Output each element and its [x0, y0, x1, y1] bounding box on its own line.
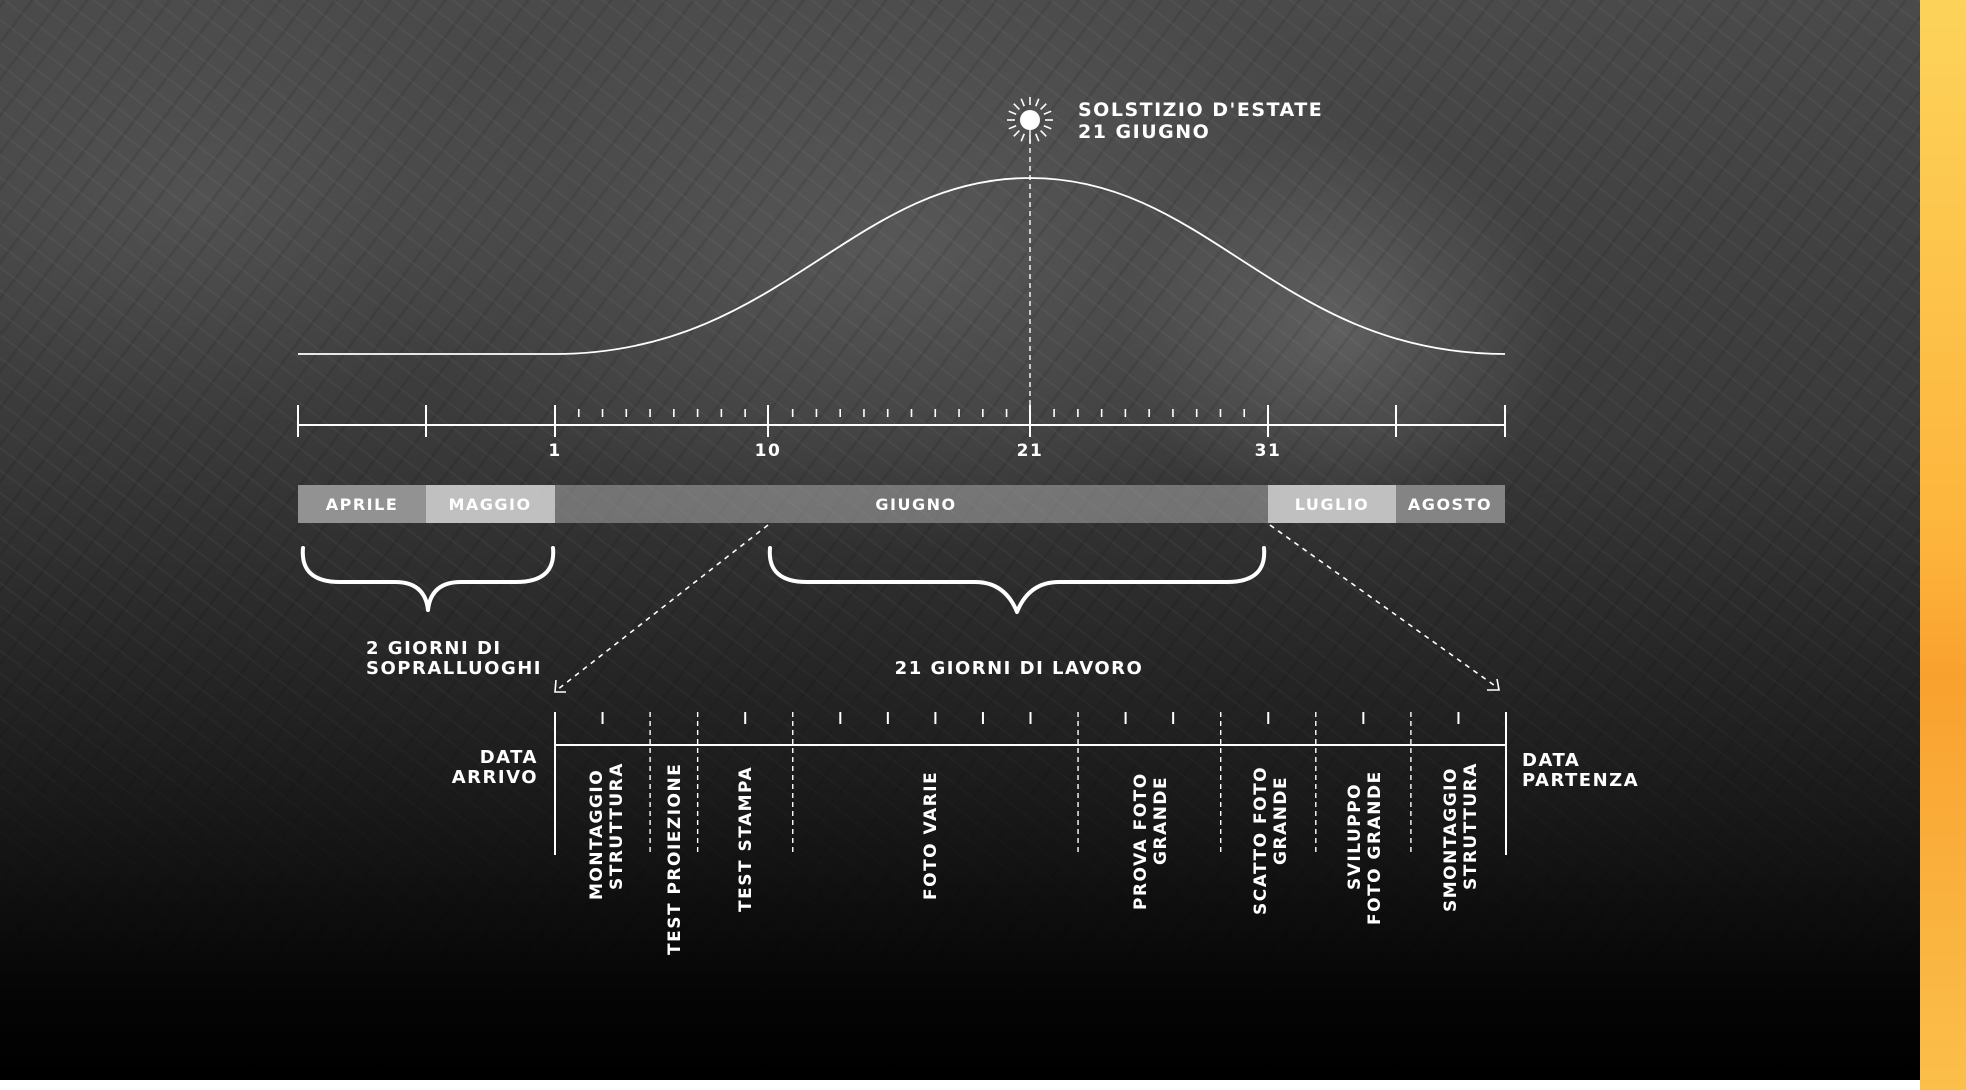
departure-label-line2: PARTENZA: [1522, 770, 1639, 791]
day-label-1: 1: [548, 441, 561, 461]
month-bar: APRILE MAGGIO GIUGNO LUGLIO AGOSTO: [298, 485, 1505, 523]
accent-edge: [1920, 0, 1966, 1090]
phase-prova-foto-line1: PROVA FOTO: [1131, 772, 1151, 910]
month-label-maggio: MAGGIO: [448, 495, 531, 514]
sun-ray: [1008, 125, 1017, 130]
sun-ray: [1008, 110, 1017, 115]
phase-test-stampa: TEST STAMPA: [736, 766, 756, 912]
solstice-date: 21 GIUGNO: [1078, 121, 1210, 143]
timeline-diagram: SOLSTIZIO D'ESTATE 21 GIUGNO 1 10 21 31 …: [297, 97, 1639, 955]
sun-ray: [1013, 103, 1020, 110]
brace-surveys: [300, 546, 556, 612]
phase-prova-foto-line2: GRANDE: [1151, 776, 1171, 865]
month-label-agosto: AGOSTO: [1408, 495, 1492, 514]
month-segment-giugno: [555, 485, 1268, 523]
month-segment-maggio: [426, 485, 555, 523]
sun-ray: [1035, 133, 1040, 142]
phase-scatto-foto-line1: SCATTO FOTO: [1251, 766, 1271, 915]
phase-sviluppo-line1: SVILUPPO: [1345, 783, 1365, 890]
surveys-label-line1: 2 GIORNI DI: [366, 638, 502, 659]
sun-ray: [1043, 125, 1052, 130]
schedule-phase-dividers: [649, 712, 1412, 855]
arrival-label-line2: ARRIVO: [452, 767, 538, 788]
month-segment-agosto: [1396, 485, 1505, 523]
month-segment-aprile: [298, 485, 426, 523]
work-label: 21 GIORNI DI LAVORO: [895, 658, 1144, 679]
arrival-label-line1: DATA: [480, 747, 538, 768]
sun-ray: [1040, 130, 1047, 137]
bottom-margin: [0, 1080, 1920, 1090]
sun-ray: [1043, 110, 1052, 115]
brace-work: [767, 546, 1267, 614]
zoom-arrow-right-head: [1487, 678, 1500, 691]
phase-montaggio-line2: STRUTTURA: [607, 762, 627, 890]
aerial-background: SOLSTIZIO D'ESTATE 21 GIUGNO 1 10 21 31 …: [0, 0, 1920, 1080]
sun-ray: [1020, 133, 1025, 142]
axis-ticks: [297, 405, 1506, 437]
phase-test-proiezione: TEST PROIEZIONE: [665, 763, 685, 955]
solstice-title: SOLSTIZIO D'ESTATE: [1078, 99, 1323, 121]
zoom-arrow-left: [556, 524, 769, 691]
month-label-giugno: GIUGNO: [875, 495, 956, 514]
month-label-luglio: LUGLIO: [1295, 495, 1370, 514]
phase-foto-varie: FOTO VARIE: [921, 771, 941, 900]
phase-montaggio-line1: MONTAGGIO: [587, 769, 607, 900]
zoom-arrow-left-head: [554, 679, 566, 693]
day-label-31: 31: [1255, 441, 1282, 461]
sun-ray: [1035, 98, 1040, 107]
sun-ray: [1020, 98, 1025, 107]
zoom-arrow-right: [1269, 524, 1499, 689]
month-segment-luglio: [1268, 485, 1396, 523]
sun-ray: [1013, 130, 1020, 137]
day-label-21: 21: [1017, 441, 1044, 461]
phase-smontaggio-line1: SMONTAGGIO: [1441, 767, 1461, 912]
phase-sviluppo-line2: FOTO GRANDE: [1365, 770, 1385, 925]
phase-scatto-foto-line2: GRANDE: [1271, 776, 1291, 865]
daylight-curve: [298, 177, 1506, 355]
departure-label-line1: DATA: [1522, 750, 1580, 771]
schedule-day-ticks: [601, 712, 1460, 724]
sun-ray: [1040, 103, 1047, 110]
surveys-label-line2: SOPRALLUOGHI: [366, 658, 542, 679]
day-label-10: 10: [755, 441, 782, 461]
month-label-aprile: APRILE: [326, 495, 399, 514]
background-texture: [0, 0, 1920, 1080]
sun-icon: [1007, 97, 1053, 143]
phase-smontaggio-line2: STRUTTURA: [1461, 762, 1481, 890]
